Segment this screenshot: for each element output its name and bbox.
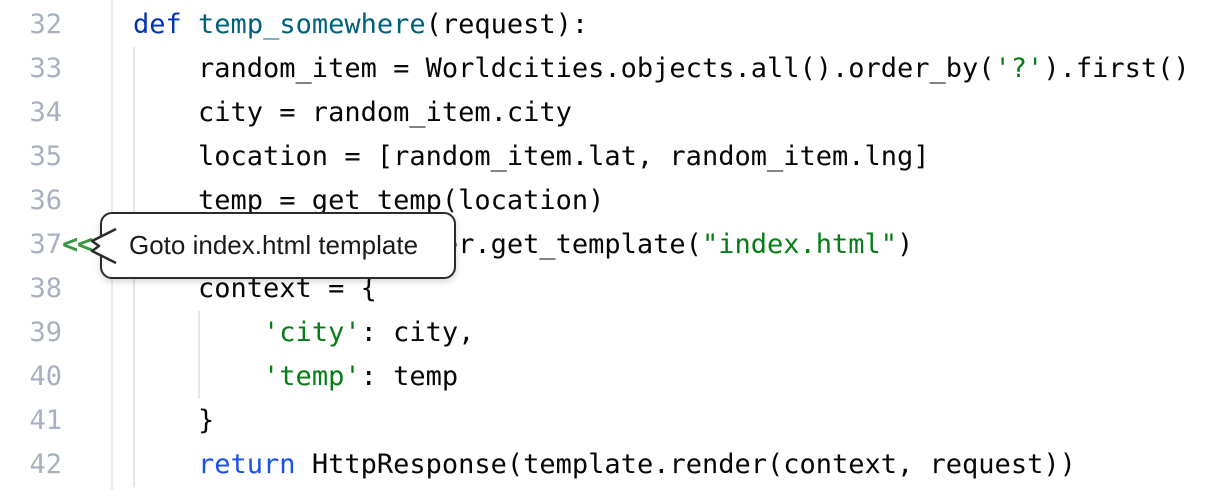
line-number[interactable]: 41 [29, 405, 62, 436]
code-line-35[interactable]: 35 location = [random_item.lat, random_i… [0, 135, 1232, 179]
code-line-39[interactable]: 39 'city': city, [0, 311, 1232, 355]
code-line-33[interactable]: 33 random_item = Worldcities.objects.all… [0, 47, 1232, 91]
code-text: city = random_item.city [133, 97, 572, 128]
code-line-34[interactable]: 34 city = random_item.city [0, 91, 1232, 135]
line-number[interactable]: 35 [29, 141, 62, 172]
code-line-40[interactable]: 40 'temp': temp [0, 355, 1232, 399]
code-line-32[interactable]: 32 def temp_somewhere(request): [0, 3, 1232, 47]
code-text: } [133, 405, 215, 436]
line-number[interactable]: 40 [29, 361, 62, 392]
line-number[interactable]: 37 [29, 229, 62, 260]
line-number[interactable]: 32 [29, 9, 62, 40]
code-text: temp = get_temp(location) [133, 185, 605, 216]
line-number[interactable]: 42 [29, 449, 62, 480]
line-number[interactable]: 36 [29, 185, 62, 216]
code-line-41[interactable]: 41 } [0, 399, 1232, 443]
code-line-36[interactable]: 36 temp = get_temp(location) [0, 179, 1232, 223]
code-text: return HttpResponse(template.render(cont… [198, 449, 1076, 480]
code-lines: 32 def temp_somewhere(request): 33 random_… [0, 3, 1232, 487]
line-number[interactable]: 39 [29, 317, 62, 348]
line-number[interactable]: 34 [29, 97, 62, 128]
tooltip-arrow-icon [90, 227, 117, 265]
line-number[interactable]: 38 [29, 273, 62, 304]
code-text: 'temp': temp [263, 361, 459, 392]
goto-template-gutter-icon-2[interactable]: < [77, 229, 94, 260]
code-text: 'city': city, [263, 317, 475, 348]
code-text: location = [random_item.lat, random_item… [133, 141, 930, 172]
tooltip-text: Goto index.html template [129, 230, 419, 260]
code-line-42[interactable]: 42 return HttpResponse(template.render(c… [0, 443, 1232, 487]
code-text: def temp_somewhere(request): [133, 9, 589, 40]
code-text: random_item = Worldcities.objects.all().… [133, 53, 1190, 84]
gutter-tooltip: Goto index.html template [100, 212, 456, 279]
line-number[interactable]: 33 [29, 53, 62, 84]
goto-template-gutter-icon[interactable]: < [62, 229, 79, 260]
indent-guide-level-1 [198, 311, 200, 399]
